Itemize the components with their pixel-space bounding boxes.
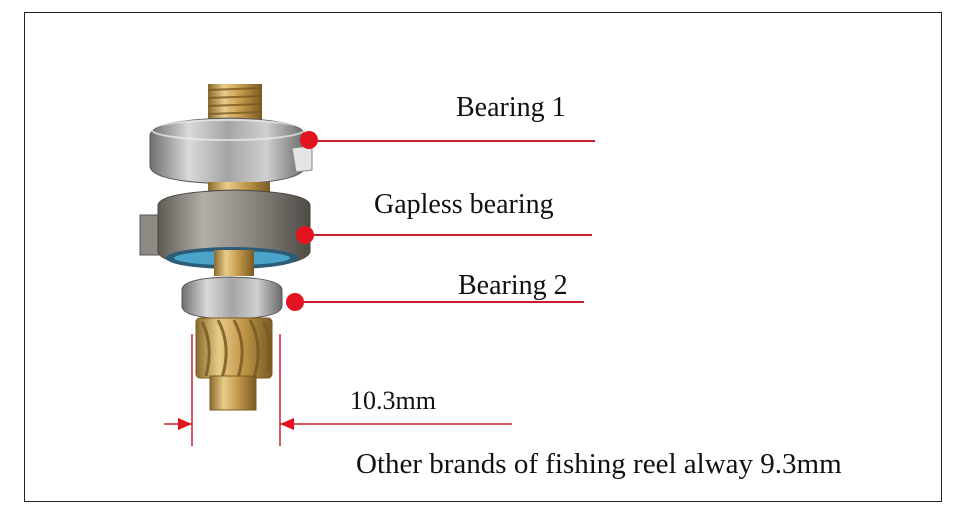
bearing-1-leader-line: [318, 140, 595, 142]
pinion-gear-part: [195, 317, 273, 411]
threaded-stud: [207, 84, 263, 124]
gapless-bearing-callout-dot: [296, 226, 314, 244]
bearing-2-callout-dot: [286, 293, 304, 311]
comparison-note: Other brands of fishing reel alway 9.3mm: [356, 448, 842, 480]
gapless-bearing-part: [139, 189, 311, 276]
arrow-left-icon: [280, 418, 294, 430]
bearing-2-part: [181, 276, 283, 320]
dimension-label: 10.3mm: [350, 386, 436, 415]
arrow-right-icon: [178, 418, 192, 430]
bearing-1-callout-dot: [300, 131, 318, 149]
gapless-bearing-label: Gapless bearing: [374, 189, 554, 220]
bearing-2-leader-line: [304, 301, 584, 303]
dimension-indicator: [164, 334, 512, 446]
gapless-bearing-leader-line: [314, 234, 592, 236]
bearing-1-part: [149, 117, 313, 185]
bearing-2-label: Bearing 2: [458, 270, 568, 301]
bearing-1-label: Bearing 1: [456, 92, 566, 123]
